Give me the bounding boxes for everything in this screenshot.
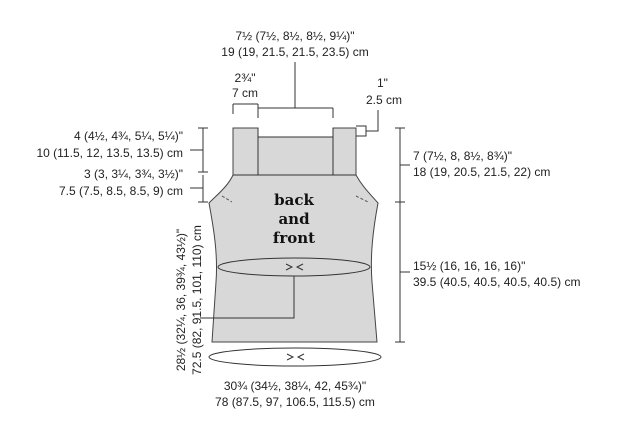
- waist-label-group: 28½ (32¼, 36, 39¾, 43½)" 72.5 (82, 91.5,…: [174, 225, 204, 375]
- armhole-cm: 7.5 (7.5, 8.5, 8.5, 9) cm: [59, 184, 183, 198]
- top-width-bracket: [257, 62, 334, 118]
- waist-cm: 72.5 (82, 91.5, 101, 110) cm: [190, 225, 204, 375]
- upper-height-bracket: [395, 127, 410, 203]
- top-width-cm: 19 (19, 21.5, 21.5, 23.5) cm: [221, 45, 368, 59]
- strap-width-cm: 7 cm: [232, 86, 258, 100]
- body-length-cm: 39.5 (40.5, 40.5, 40.5, 40.5) cm: [413, 275, 580, 289]
- piece-label-line3: front: [273, 229, 315, 247]
- armhole-bracket: [190, 175, 208, 203]
- edge-in: 1": [377, 76, 388, 90]
- edge-cm: 2.5 cm: [366, 93, 402, 107]
- hem-ellipse: [208, 347, 382, 367]
- waist-in: 28½ (32¼, 36, 39¾, 43½)": [174, 229, 188, 371]
- armhole-dash-right: [355, 195, 369, 203]
- hem-cm: 78 (87.5, 97, 106.5, 115.5) cm: [215, 395, 375, 409]
- armhole-in: 3 (3, 3¼, 3¾, 3½)": [84, 167, 183, 181]
- waist-leader: [200, 276, 295, 319]
- top-width-in: 7½ (7½, 8½, 8½, 9¼)": [236, 29, 355, 43]
- edge-bracket: [356, 110, 379, 137]
- upper-height-cm: 18 (19, 20.5, 21.5, 22) cm: [413, 165, 550, 179]
- strap-height-bracket: [190, 127, 208, 173]
- garment-body-shape: [208, 127, 379, 343]
- upper-height-in: 7 (7½, 8, 8½, 8¾)": [413, 149, 512, 163]
- body-length-bracket: [395, 202, 410, 343]
- strap-width-bracket: [232, 103, 259, 114]
- waist-arrows: [285, 263, 304, 271]
- strap-height-in: 4 (4½, 4¾, 5¼, 5¼)": [74, 129, 183, 143]
- strap-height-cm: 10 (11.5, 12, 13.5, 13.5) cm: [36, 146, 183, 160]
- piece-label-line2: and: [278, 210, 310, 228]
- hem-in: 30¾ (34½, 38¼, 42, 45¾)": [224, 379, 366, 393]
- piece-label-line1: back: [274, 191, 314, 209]
- strap-width-in: 2¾": [235, 71, 256, 85]
- body-length-in: 15½ (16, 16, 16, 16)": [413, 259, 525, 273]
- armhole-dash-left: [221, 195, 233, 203]
- hem-arrows: [286, 353, 305, 361]
